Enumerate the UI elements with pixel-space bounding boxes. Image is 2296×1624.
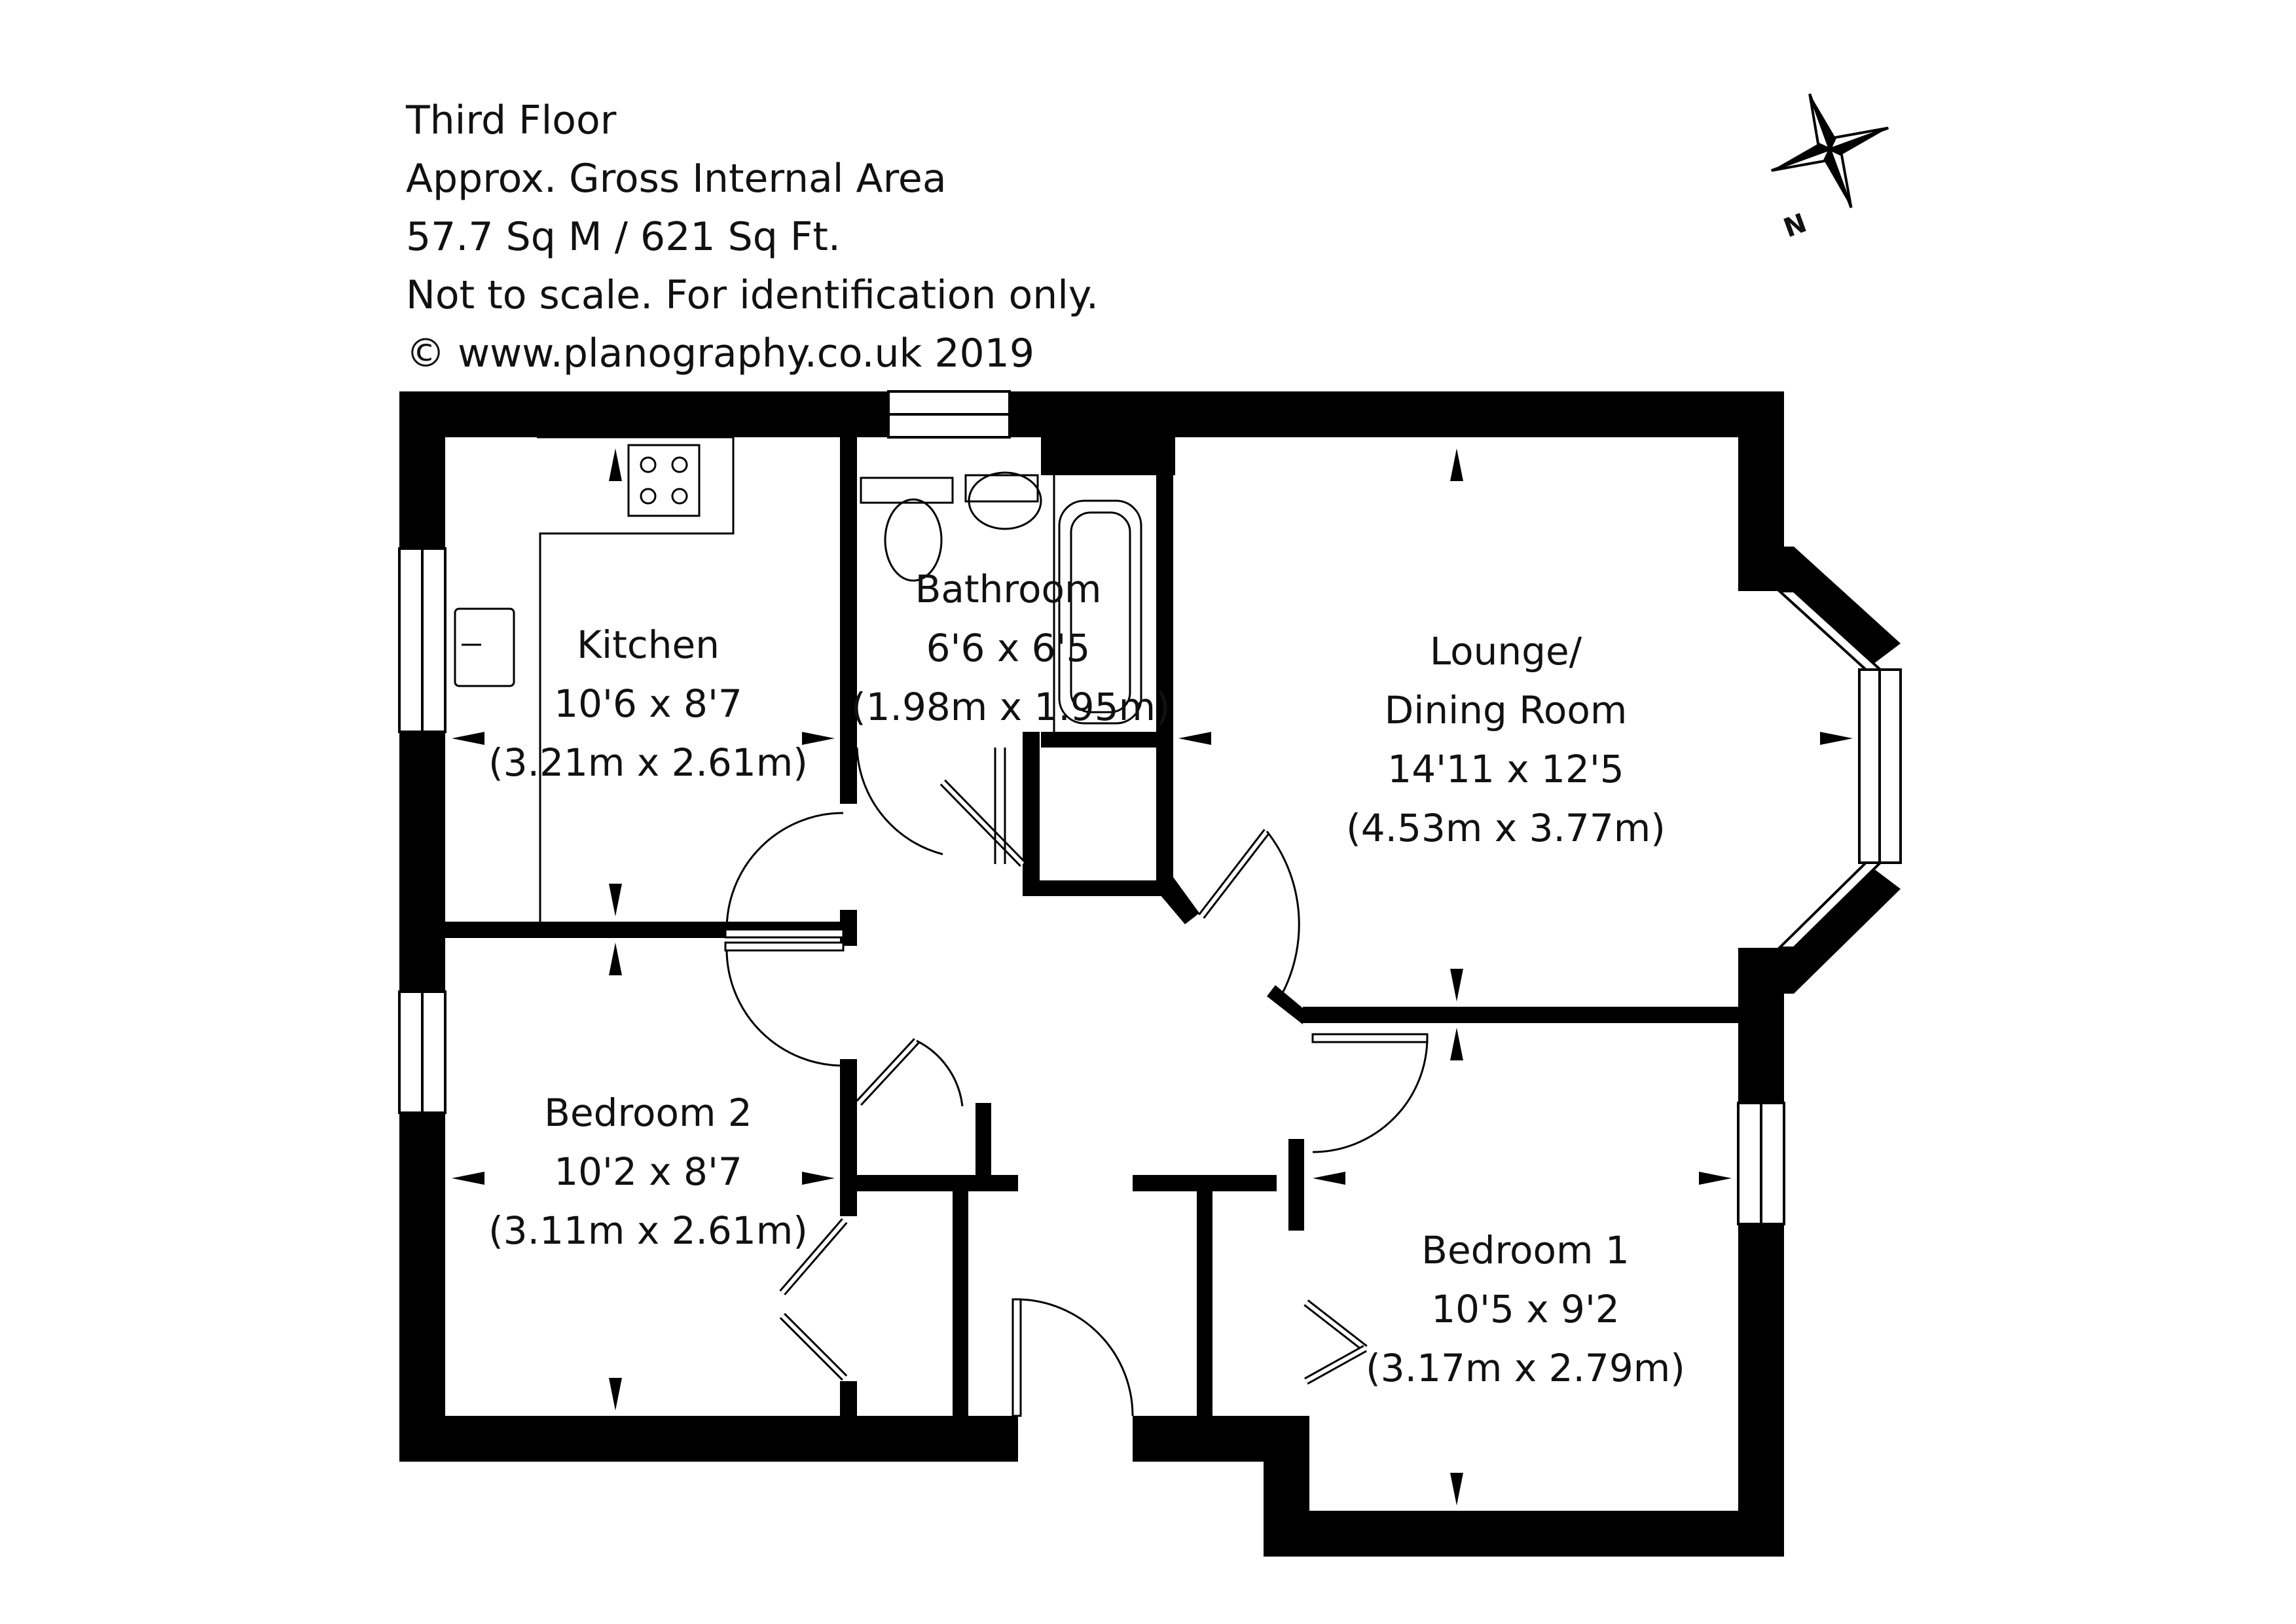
wall-bedroom2-right-low [840, 1381, 857, 1420]
dim-arrow-bedroom2-left [452, 1172, 484, 1185]
wall-bay-diag-lower [1779, 863, 1901, 994]
wall-right-lower [1738, 948, 1784, 1557]
toilet [884, 498, 943, 582]
room-name: Bedroom 1 [1421, 1228, 1630, 1272]
plan-header: Third Floor Approx. Gross Internal Area … [406, 92, 1322, 383]
door-bedroom1-arc [1312, 1037, 1429, 1153]
door-entrance-arc [1017, 1298, 1134, 1416]
room-imperial: 6'6 x 6'5 [926, 626, 1091, 670]
bath-shelf [964, 474, 1039, 503]
area-value: 57.7 Sq M / 621 Sq Ft. [406, 214, 841, 260]
area-label: Approx. Gross Internal Area [406, 156, 947, 202]
dim-arrow-bedroom1-right [1699, 1172, 1732, 1185]
door-entrance [1011, 1298, 1022, 1417]
room-metric: (3.21m x 2.61m) [488, 740, 808, 785]
dim-arrow-kitchen-top [609, 448, 622, 481]
room-bedroom1: Bedroom 1 10'5 x 9'2 (3.17m x 2.79m) [1355, 1221, 1696, 1398]
floor-title: Third Floor [406, 98, 617, 143]
wall-top [399, 391, 1781, 437]
door-bedroom2 [724, 941, 845, 952]
room-name: Kitchen [577, 623, 720, 667]
dim-arrow-kitchen-left [452, 732, 484, 745]
wall-cupboard-bottom [1023, 880, 1173, 896]
door-bedroom1 [1311, 1033, 1429, 1043]
room-bathroom: Bathroom 6'6 x 6'5 (1.98m x 1.95m) [851, 560, 1171, 736]
dim-arrow-kitchen-right [802, 732, 835, 745]
wall-doorpost-kitchen [840, 910, 857, 946]
room-metric: (1.98m x 1.95m) [851, 685, 1171, 729]
wall-bath-lounge [1156, 437, 1173, 895]
dim-arrow-bath-right [1178, 732, 1211, 745]
wall-bedroom2-right [840, 1059, 857, 1216]
dim-arrow-bedroom2-bottom [609, 1378, 622, 1411]
window-bay-upper [1776, 590, 1884, 671]
wall-bath-top-stub [1041, 437, 1175, 475]
door-lounge-arc [1266, 831, 1300, 992]
room-imperial: 14'11 x 12'5 [1387, 747, 1624, 791]
wall-bottom-left [399, 1416, 1018, 1462]
wall-kitchen-bath [840, 437, 857, 804]
window-bay-lower [1776, 861, 1884, 949]
door-kitchen-arc [725, 812, 844, 930]
kitchen-hob [627, 444, 701, 517]
room-bedroom2: Bedroom 2 10'2 x 8'7 (3.11m x 2.61m) [484, 1083, 812, 1260]
dim-arrow-lounge-top [1450, 448, 1463, 481]
wall-hall-cupboard-right [975, 1103, 991, 1185]
copyright: © www.planography.co.uk 2019 [406, 331, 1035, 376]
bath-cistern [860, 477, 954, 504]
wall-bay-diag-upper [1779, 547, 1901, 670]
door-hall-cupboard-arc [916, 1039, 964, 1107]
dim-arrow-bedroom1-left [1313, 1172, 1345, 1185]
dim-arrow-lounge-right [1820, 732, 1853, 745]
wall-bedroom1-cupboard [1197, 1175, 1212, 1420]
door-bathroom-arc [856, 747, 943, 856]
door-kitchen [724, 928, 845, 939]
wall-bath-bottom [1041, 732, 1173, 748]
disclaimer: Not to scale. For identification only. [406, 272, 1099, 318]
room-metric: (3.17m x 2.79m) [1366, 1346, 1685, 1390]
dim-arrow-bedroom1-top [1450, 1028, 1463, 1060]
room-imperial: 10'2 x 8'7 [554, 1149, 742, 1194]
room-name-2: Dining Room [1384, 688, 1628, 732]
kitchen-sink [454, 607, 515, 687]
dim-arrow-lounge-bottom [1450, 969, 1463, 1001]
room-imperial: 10'5 x 9'2 [1431, 1287, 1620, 1331]
wall-bottom-right [1264, 1511, 1784, 1557]
dim-arrow-bedroom1-bottom [1450, 1473, 1463, 1506]
room-imperial: 10'6 x 8'7 [554, 681, 742, 726]
door-bedroom2-arc [725, 950, 844, 1067]
room-lounge: Lounge/ Dining Room 14'11 x 12'5 (4.53m … [1322, 622, 1689, 857]
compass-rose-icon [1771, 93, 1889, 208]
room-kitchen: Kitchen 10'6 x 8'7 (3.21m x 2.61m) [484, 615, 812, 792]
dim-arrow-bedroom2-right [802, 1172, 835, 1185]
dim-arrow-kitchen-bottom [609, 884, 622, 916]
room-metric: (3.11m x 2.61m) [488, 1208, 808, 1253]
room-name: Bedroom 2 [544, 1091, 752, 1135]
wall-lounge-angled [1156, 877, 1199, 924]
room-name: Lounge/ [1429, 629, 1582, 674]
dim-arrow-bedroom2-top [609, 943, 622, 975]
bathtub [1058, 499, 1142, 725]
wall-bedroom1-hall [1288, 1139, 1304, 1231]
wall-hall-cupboard-mid [953, 1175, 968, 1420]
wall-lounge-bedroom1 [1303, 1007, 1741, 1023]
room-name: Bathroom [915, 567, 1102, 611]
room-metric: (4.53m x 3.77m) [1346, 806, 1666, 850]
wall-cupboard-left [1023, 732, 1040, 895]
kitchen-worktop [537, 436, 735, 922]
wall-lounge-angled-lower [1267, 985, 1303, 1024]
wall-hall-cupboard-top [854, 1175, 1018, 1191]
